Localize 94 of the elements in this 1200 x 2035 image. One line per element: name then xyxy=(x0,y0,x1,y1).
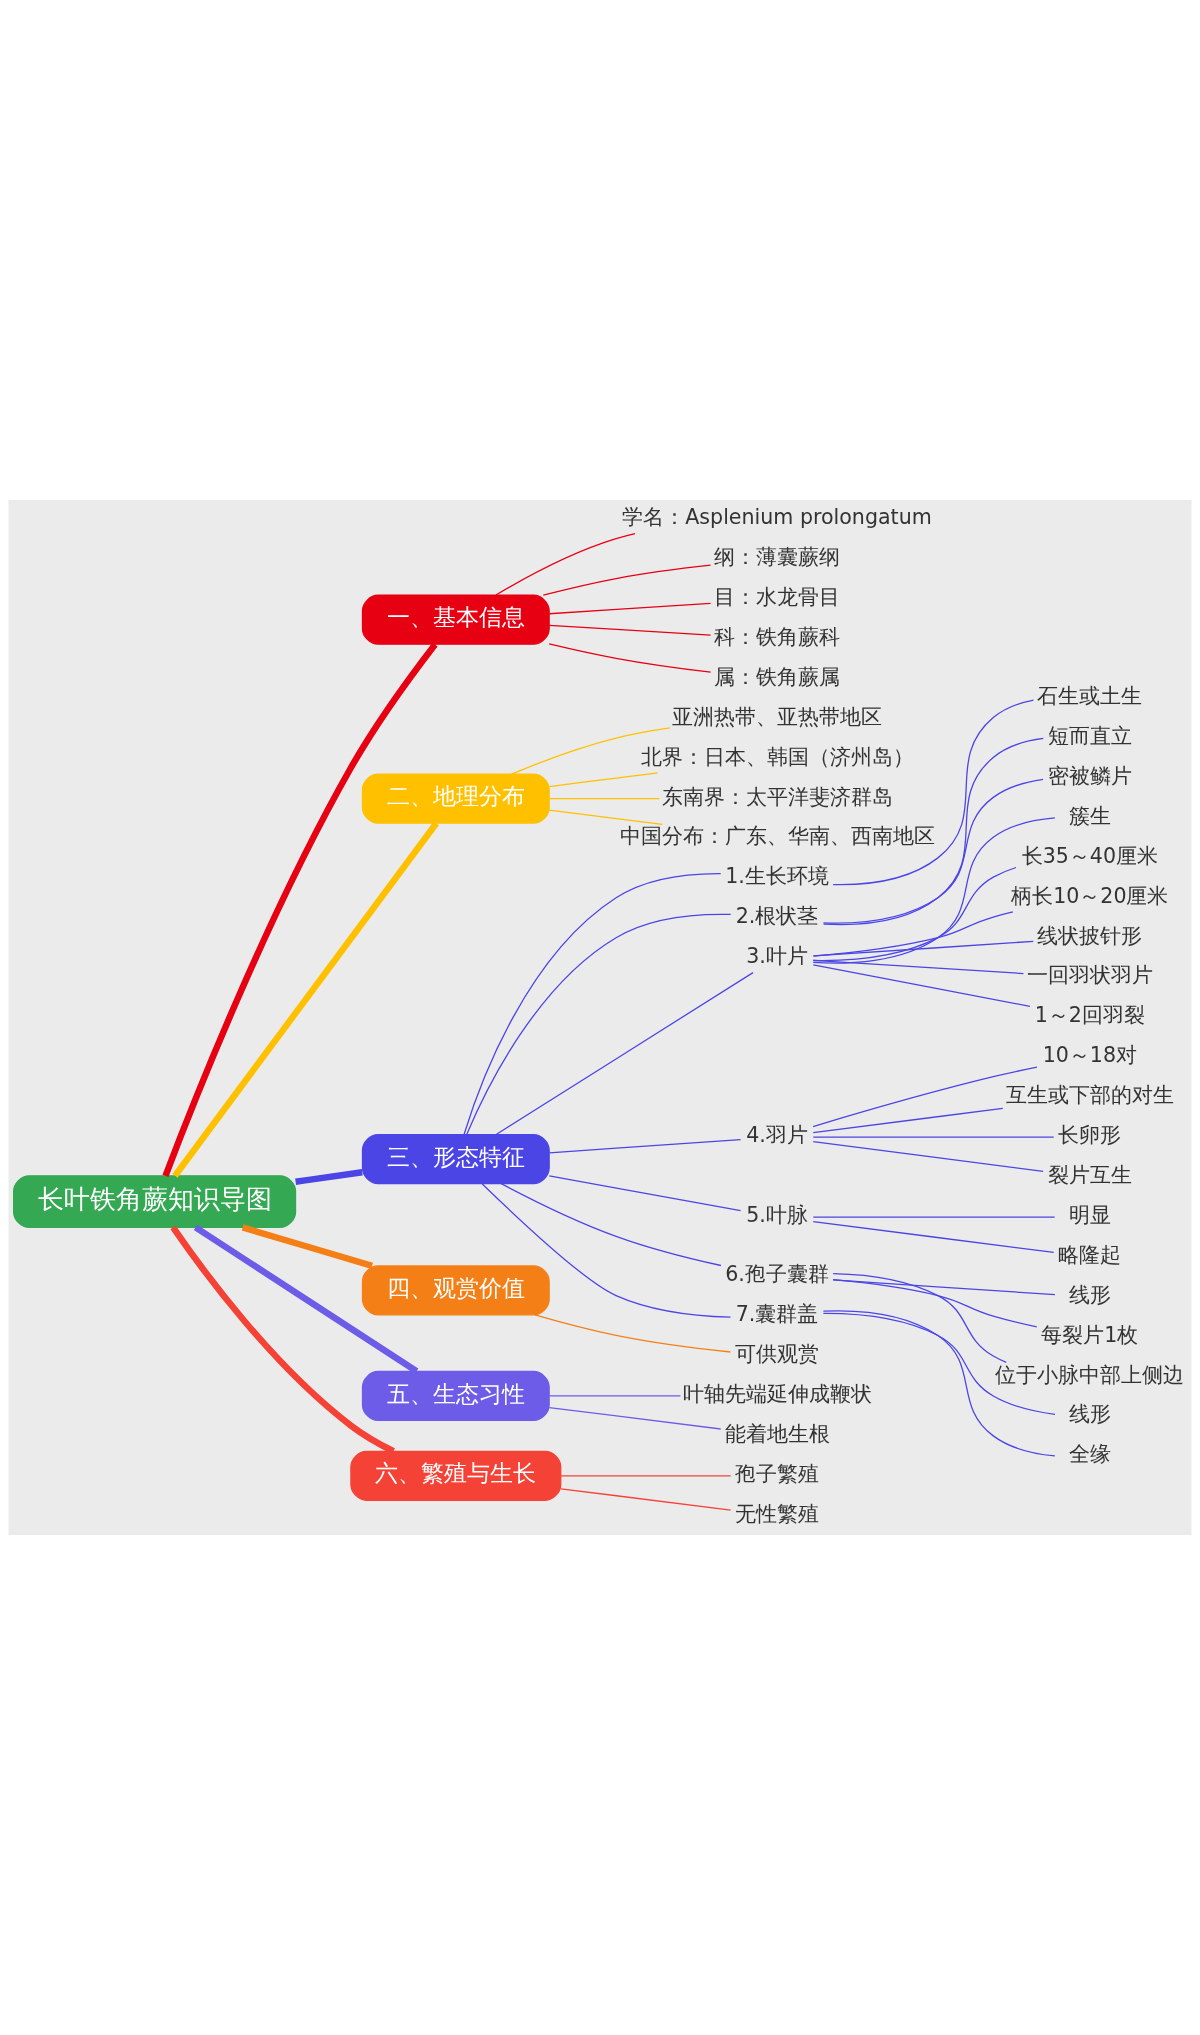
node-text: 每裂片1枚 xyxy=(1041,1322,1139,1347)
node-text: 线形 xyxy=(1068,1282,1111,1307)
node-text: 属：铁角蕨属 xyxy=(714,664,841,689)
node-text: 略隆起 xyxy=(1058,1242,1122,1267)
connector xyxy=(812,1141,1044,1172)
connector xyxy=(812,959,1025,975)
node-text: 位于小脉中部上侧边 xyxy=(995,1362,1185,1387)
node-text: 线状披针形 xyxy=(1037,923,1143,948)
node-text: 簇生 xyxy=(1068,803,1111,828)
connector xyxy=(812,866,1017,962)
connector xyxy=(548,1395,682,1397)
connector xyxy=(812,1107,1004,1134)
connector xyxy=(560,1475,732,1477)
connector xyxy=(832,1272,1007,1363)
connector xyxy=(500,1183,722,1267)
node-box: 六、繁殖与生长 xyxy=(350,1450,562,1501)
node-text: 科：铁角蕨科 xyxy=(714,624,841,649)
connector xyxy=(812,1066,1038,1128)
node-text: 目：水龙骨目 xyxy=(714,585,841,610)
connector xyxy=(193,1224,419,1374)
connector xyxy=(481,1183,732,1318)
node-text: 长卵形 xyxy=(1058,1123,1122,1148)
node-text: 线形 xyxy=(1068,1402,1111,1427)
node-text: 学名：Asplenium prolongatum xyxy=(622,505,932,530)
connector xyxy=(812,911,1014,957)
node-text: 一回羽状羽片 xyxy=(1026,963,1153,988)
node-box: 二、地理分布 xyxy=(361,773,550,824)
node-text: 柄长10～20厘米 xyxy=(1011,883,1169,908)
node-text: 孢子繁殖 xyxy=(735,1461,820,1486)
connector xyxy=(162,642,438,1177)
node-text: 2.根状茎 xyxy=(735,904,819,929)
connector xyxy=(548,1139,742,1154)
connector xyxy=(466,913,732,1135)
connector xyxy=(548,772,659,788)
connector xyxy=(812,817,1056,964)
node-box: 一、基本信息 xyxy=(361,594,550,645)
connector xyxy=(812,964,1031,1007)
connector xyxy=(548,798,660,800)
connector xyxy=(548,602,712,615)
connector xyxy=(548,1175,742,1212)
connector xyxy=(241,1224,374,1269)
node-text: 6.孢子囊群 xyxy=(725,1262,829,1287)
connector xyxy=(812,1220,1055,1254)
connector xyxy=(822,737,1044,926)
node-text: 东南界：太平洋斐济群岛 xyxy=(661,784,893,809)
node-text: 互生或下部的对生 xyxy=(1005,1083,1174,1108)
connector xyxy=(463,872,722,1136)
connector xyxy=(548,809,663,825)
node-box: 长叶铁角蕨知识导图 xyxy=(13,1175,297,1228)
node-text: 1～2回羽裂 xyxy=(1034,1003,1145,1028)
connector xyxy=(548,1406,722,1430)
node-text: 石生或土生 xyxy=(1037,684,1143,709)
node-text: 全缘 xyxy=(1068,1442,1111,1467)
connector xyxy=(560,1488,732,1511)
connector xyxy=(510,727,671,775)
node-text: 北界：日本、韩国（济州岛） xyxy=(640,744,914,769)
connector xyxy=(812,1216,1056,1218)
node-text: 中国分布：广东、华南、西南地区 xyxy=(619,824,935,849)
node-box: 五、生态习性 xyxy=(361,1370,550,1422)
connector xyxy=(548,643,712,673)
connector xyxy=(822,1310,1056,1457)
connector xyxy=(822,1312,1056,1415)
node-text: 裂片互生 xyxy=(1047,1163,1132,1188)
connector xyxy=(548,624,712,636)
connector xyxy=(822,778,1044,924)
connector xyxy=(495,971,754,1136)
node-box: 四、观赏价值 xyxy=(361,1265,550,1316)
node-text: 短而直立 xyxy=(1047,724,1132,749)
node-text: 密被鳞片 xyxy=(1047,763,1132,788)
node-text: 1.生长环境 xyxy=(725,864,829,889)
node-text: 可供观赏 xyxy=(735,1341,820,1366)
node-text: 5.叶脉 xyxy=(746,1202,808,1227)
connector xyxy=(172,821,439,1178)
connector xyxy=(832,1279,1038,1328)
node-text: 4.羽片 xyxy=(746,1123,808,1148)
node-text: 叶轴先端延伸成鞭状 xyxy=(682,1381,872,1406)
node-text: 纲：薄囊蕨纲 xyxy=(714,545,841,570)
node-text: 7.囊群盖 xyxy=(735,1302,819,1327)
node-text: 亚洲热带、亚热带地区 xyxy=(672,704,883,729)
connector xyxy=(832,699,1035,886)
connector xyxy=(295,1169,363,1185)
connector xyxy=(832,1279,1056,1296)
node-text: 明显 xyxy=(1068,1202,1111,1227)
connector xyxy=(542,564,712,596)
connector xyxy=(534,1314,731,1353)
connector xyxy=(495,532,636,596)
node-box: 三、形态特征 xyxy=(361,1134,550,1185)
connector xyxy=(812,940,1034,957)
node-text: 10～18对 xyxy=(1042,1043,1138,1068)
node-text: 能着地生根 xyxy=(724,1421,830,1446)
connector xyxy=(812,1136,1055,1138)
node-text: 无性繁殖 xyxy=(735,1501,820,1526)
node-text: 长35～40厘米 xyxy=(1021,843,1159,868)
node-text: 3.叶片 xyxy=(746,944,808,969)
